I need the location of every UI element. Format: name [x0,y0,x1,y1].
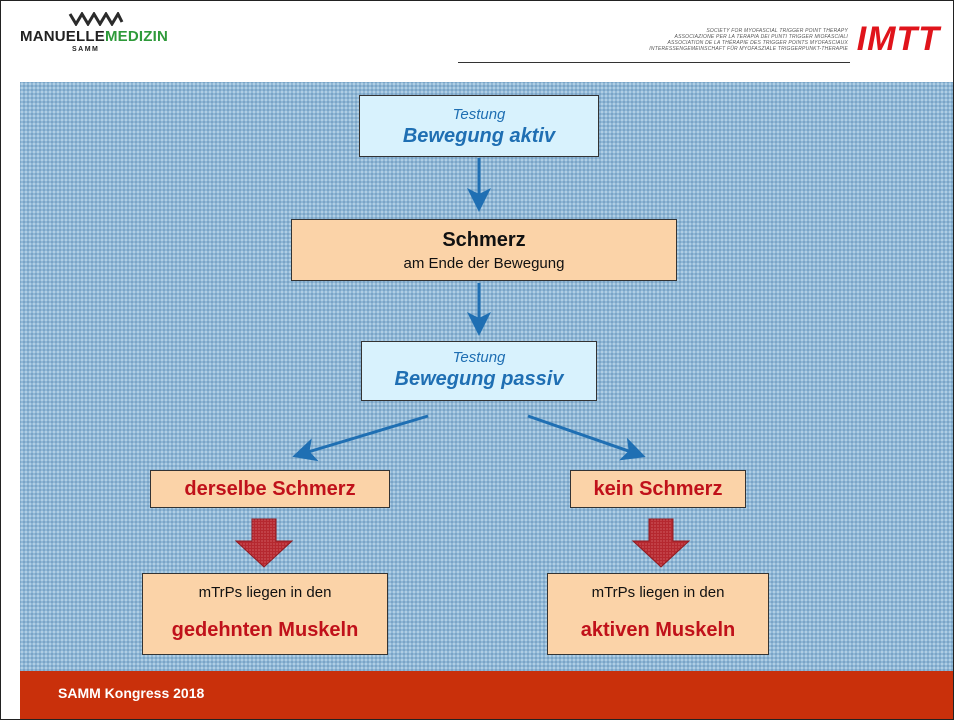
association-line: INTERESSENGEMEINSCHAFT FÜR MYOFASZIALE T… [649,46,848,52]
manuelle-medizin-logo: MANUELLEMEDIZIN SAMM [20,12,180,62]
left-conclusion-line2: gedehnten Muskeln [171,619,359,641]
association-line: SOCIETY FOR MYOFASCIAL TRIGGER POINT THE… [706,28,848,34]
header-divider [458,62,850,63]
step2-subtitle: am Ende der Bewegung [403,255,565,272]
logo-wordmark: MANUELLEMEDIZIN [20,28,168,45]
imtt-logo: IMTT [856,20,940,58]
right-conclusion-line2: aktiven Muskeln [580,619,736,641]
active-muscles-box: mTrPs liegen in den aktiven Muskeln [547,573,769,655]
step3-label: Testung [452,349,506,366]
same-pain-box: derselbe Schmerz [150,470,390,508]
right-branch-result: kein Schmerz [593,478,723,500]
footer-bar: SAMM Kongress 2018 [20,671,953,719]
left-branch-result: derselbe Schmerz [184,478,356,500]
step-active-movement-box: Testung Bewegung aktiv [359,95,599,157]
association-names: SOCIETY FOR MYOFASCIAL TRIGGER POINT THE… [608,28,848,52]
no-pain-box: kein Schmerz [570,470,746,508]
association-line: ASSOCIATION DE LA THÉRAPIE DES TRIGGER P… [667,40,848,46]
left-conclusion-line1: mTrPs liegen in den [198,584,332,601]
wave-logo-icon [68,12,124,26]
step3-title: Bewegung passiv [394,368,564,390]
logo-subtitle: SAMM [72,46,100,53]
pain-box: Schmerz am Ende der Bewegung [291,219,677,281]
step2-title: Schmerz [442,229,526,251]
logo-wordmark-part2: MEDIZIN [104,28,169,45]
footer-title: SAMM Kongress 2018 [58,685,205,701]
step1-label: Testung [452,106,506,123]
right-conclusion-line1: mTrPs liegen in den [591,584,725,601]
stretched-muscles-box: mTrPs liegen in den gedehnten Muskeln [142,573,388,655]
association-line: ASSOCIAZIONE PER LA TERAPIA DEI PUNTI TR… [674,34,848,40]
logo-wordmark-part1: MANUELLE [20,28,105,45]
step-passive-movement-box: Testung Bewegung passiv [361,341,597,401]
step1-title: Bewegung aktiv [402,125,556,147]
